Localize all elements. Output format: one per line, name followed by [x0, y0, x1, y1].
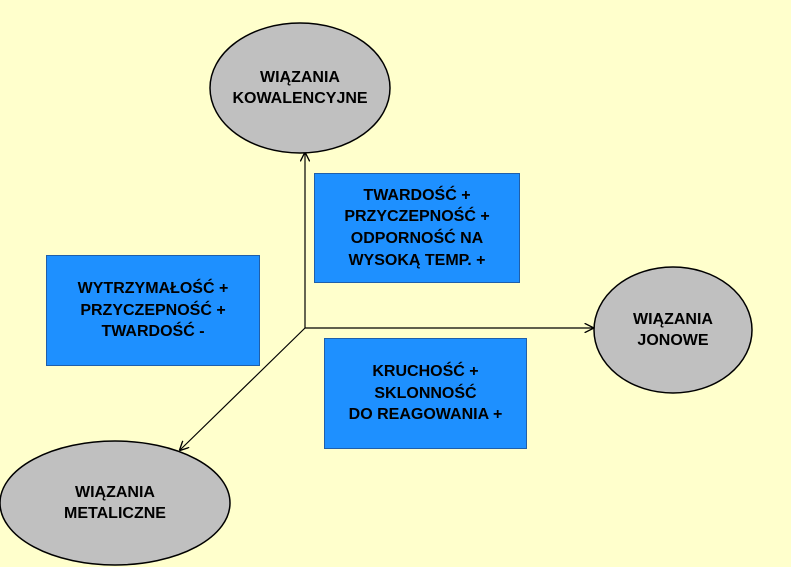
ionic-bond-ellipse — [593, 266, 753, 394]
arrow-to-metallic — [180, 327, 306, 450]
metallic-properties-box: WYTRZYMAŁOŚĆ + PRZYCZEPNOŚĆ + TWARDOŚĆ - — [46, 255, 260, 366]
ionic-properties-box: KRUCHOŚĆ + SKLONNOŚĆ DO REAGOWANIA + — [324, 338, 527, 449]
metallic-bond-ellipse — [0, 440, 231, 566]
covalent-properties-box: TWARDOŚĆ + PRZYCZEPNOŚĆ + ODPORNOŚĆ NA W… — [314, 173, 520, 283]
top-cutoff-text — [330, 0, 450, 6]
covalent-bond-ellipse — [209, 22, 391, 154]
